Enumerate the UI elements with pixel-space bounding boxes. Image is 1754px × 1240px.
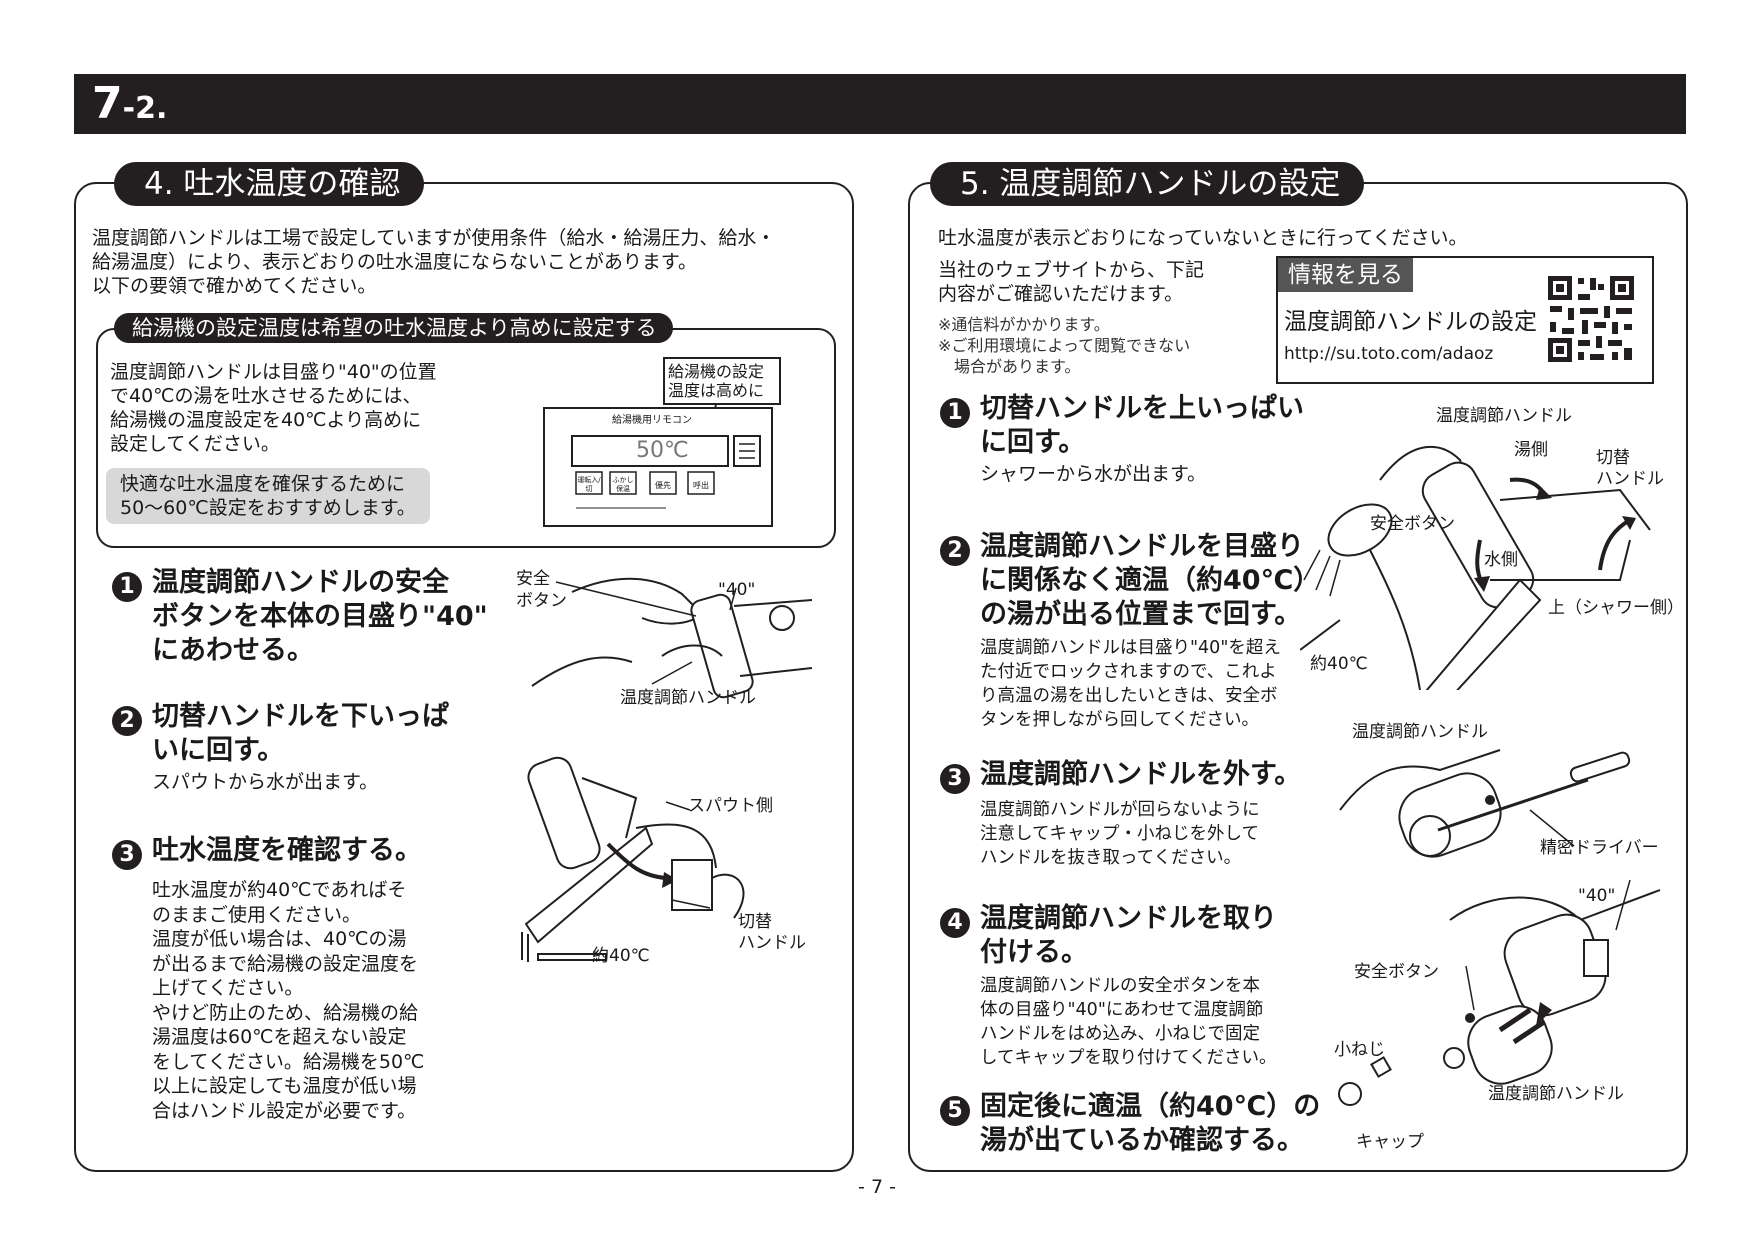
r-step-2-heading: 温度調節ハンドルを目盛りに関係なく適温（約40℃）の湯が出る位置まで回す。 xyxy=(980,531,1321,630)
r-step-3-heading: 温度調節ハンドルを外す。 xyxy=(980,759,1302,790)
fig-r1-switch-label: 切替ハンドル xyxy=(1596,448,1664,489)
section-5-intro: 吐水温度が表示どおりになっていないときに行ってください。 xyxy=(938,227,1468,249)
safety-button-figure xyxy=(531,577,813,699)
remote-label: 給湯機用リモコン xyxy=(612,415,692,426)
remote-button-power: 運転入/切 xyxy=(577,476,601,493)
remote-button-call: 呼出 xyxy=(693,481,709,490)
step-3-number: 3 xyxy=(112,840,142,870)
step-2-body: スパウトから水が出ます。 xyxy=(152,771,379,793)
fig-r3-cap-label: キャップ xyxy=(1356,1132,1424,1152)
fig-r3-handle-label: 温度調節ハンドル xyxy=(1488,1084,1624,1104)
r-step-3-body: 温度調節ハンドルが回らないように注意してキャップ・小ねじを外してハンドルを抜き取… xyxy=(980,800,1260,868)
fig-r3-safety-label: 安全ボタン xyxy=(1354,962,1439,982)
step-2-number: 2 xyxy=(112,706,142,736)
website-text: 当社のウェブサイトから、下記 内容がご確認いただけます。 xyxy=(938,259,1205,305)
step-1-heading: 温度調節ハンドルの安全ボタンを本体の目盛り"40"にあわせる。 xyxy=(152,567,488,666)
step-3-body: 吐水温度が約40℃であればそのままご使用ください。 温度が低い場合は、40℃の湯… xyxy=(152,879,425,1122)
r-step-1-body: シャワーから水が出ます。 xyxy=(980,463,1207,485)
fig-r2-handle-label: 温度調節ハンドル xyxy=(1352,722,1488,742)
r-step-4-body: 温度調節ハンドルの安全ボタンを本体の目盛り"40"にあわせて温度調節 ハンドルを… xyxy=(980,976,1277,1068)
fig1-handle-label: 温度調節ハンドル xyxy=(620,688,756,708)
hot-water-setting-text: 温度調節ハンドルは目盛り"40"の位置 で40℃の湯を吐水させるためには、 給湯… xyxy=(110,361,437,455)
chapter-number: 7-2. xyxy=(92,78,168,129)
chapter-header-bar: 7-2. xyxy=(74,74,1686,134)
recommend-box: 快適な吐水温度を確保するために 50〜60℃設定をおすすめします。 xyxy=(106,468,430,524)
website-notes: ※通信料がかかります。※ご利用環境によって閲覧できない 場合があります。 xyxy=(938,315,1191,376)
handle-assembly-figure xyxy=(1338,880,1661,1106)
remote-controller-figure xyxy=(543,357,781,527)
fig2-spout-label: スパウト側 xyxy=(688,796,773,816)
faucet-spout-figure xyxy=(521,756,745,962)
fig-r1-temp-label: 約40℃ xyxy=(1310,654,1368,674)
r-step-5-number: 5 xyxy=(940,1096,970,1126)
info-url[interactable]: http://su.toto.com/adaoz xyxy=(1284,344,1494,364)
section-4-intro: 温度調節ハンドルは工場で設定していますが使用条件（給水・給湯圧力、給水・ 給湯温… xyxy=(92,227,776,297)
r-step-1-number: 1 xyxy=(940,398,970,428)
step-1-number: 1 xyxy=(112,572,142,602)
remote-display: 50℃ xyxy=(636,438,689,463)
step-2-heading: 切替ハンドルを下いっぱいに回す。 xyxy=(152,701,449,766)
fig2-switch-label: 切替ハンドル xyxy=(738,912,806,953)
fig-r1-safety-label: 安全ボタン xyxy=(1370,514,1455,534)
info-box[interactable]: 情報を見る 温度調節ハンドルの設定 http://su.toto.com/ada… xyxy=(1276,256,1654,384)
remote-button-keepwarm: ふかし保温 xyxy=(612,476,634,493)
info-tag: 情報を見る xyxy=(1278,258,1413,292)
fig-r3-mark-label: "40" xyxy=(1578,886,1616,906)
qr-code-icon[interactable] xyxy=(1546,274,1636,364)
r-step-4-heading: 温度調節ハンドルを取り付ける。 xyxy=(980,903,1277,968)
fig-r1-up-label: 上（シャワー側） xyxy=(1548,598,1684,618)
fig2-temp-label: 約40℃ xyxy=(592,946,650,966)
step-3-heading: 吐水温度を確認する。 xyxy=(152,835,422,866)
screwdriver-figure xyxy=(1339,749,1631,858)
fig1-safety-label: 安全ボタン xyxy=(516,569,567,611)
r-step-4-number: 4 xyxy=(940,908,970,938)
r-step-3-number: 3 xyxy=(940,764,970,794)
remote-button-priority: 優先 xyxy=(655,481,671,490)
page-number: - 7 - xyxy=(858,1176,896,1198)
fig1-mark-label: "40" xyxy=(718,580,756,600)
section-5-title: 5. 温度調節ハンドルの設定 xyxy=(930,162,1365,206)
fig-r1-hot-label: 湯側 xyxy=(1514,440,1548,460)
shower-faucet-figure xyxy=(1300,446,1651,690)
r-step-2-body: 温度調節ハンドルは目盛り"40"を超えた付近でロックされますので、これよ り高温… xyxy=(980,638,1281,730)
hot-water-setting-title: 給湯機の設定温度は希望の吐水温度より高めに設定する xyxy=(114,313,673,343)
section-4-title: 4. 吐水温度の確認 xyxy=(114,162,425,206)
fig-r2-driver-label: 精密ドライバー xyxy=(1540,838,1659,858)
fig-r3-screw-label: 小ねじ xyxy=(1334,1040,1385,1060)
r-step-1-heading: 切替ハンドルを上いっぱいに回す。 xyxy=(980,393,1304,458)
r-step-5-heading: 固定後に適温（約40℃）の湯が出ているか確認する。 xyxy=(980,1091,1321,1156)
r-step-2-number: 2 xyxy=(940,536,970,566)
info-title: 温度調節ハンドルの設定 xyxy=(1284,309,1537,335)
fig-r1-cold-label: 水側 xyxy=(1484,550,1518,570)
callout-text: 給湯機の設定温度は高めに xyxy=(668,362,765,400)
fig-r1-handle-label: 温度調節ハンドル xyxy=(1436,406,1572,426)
